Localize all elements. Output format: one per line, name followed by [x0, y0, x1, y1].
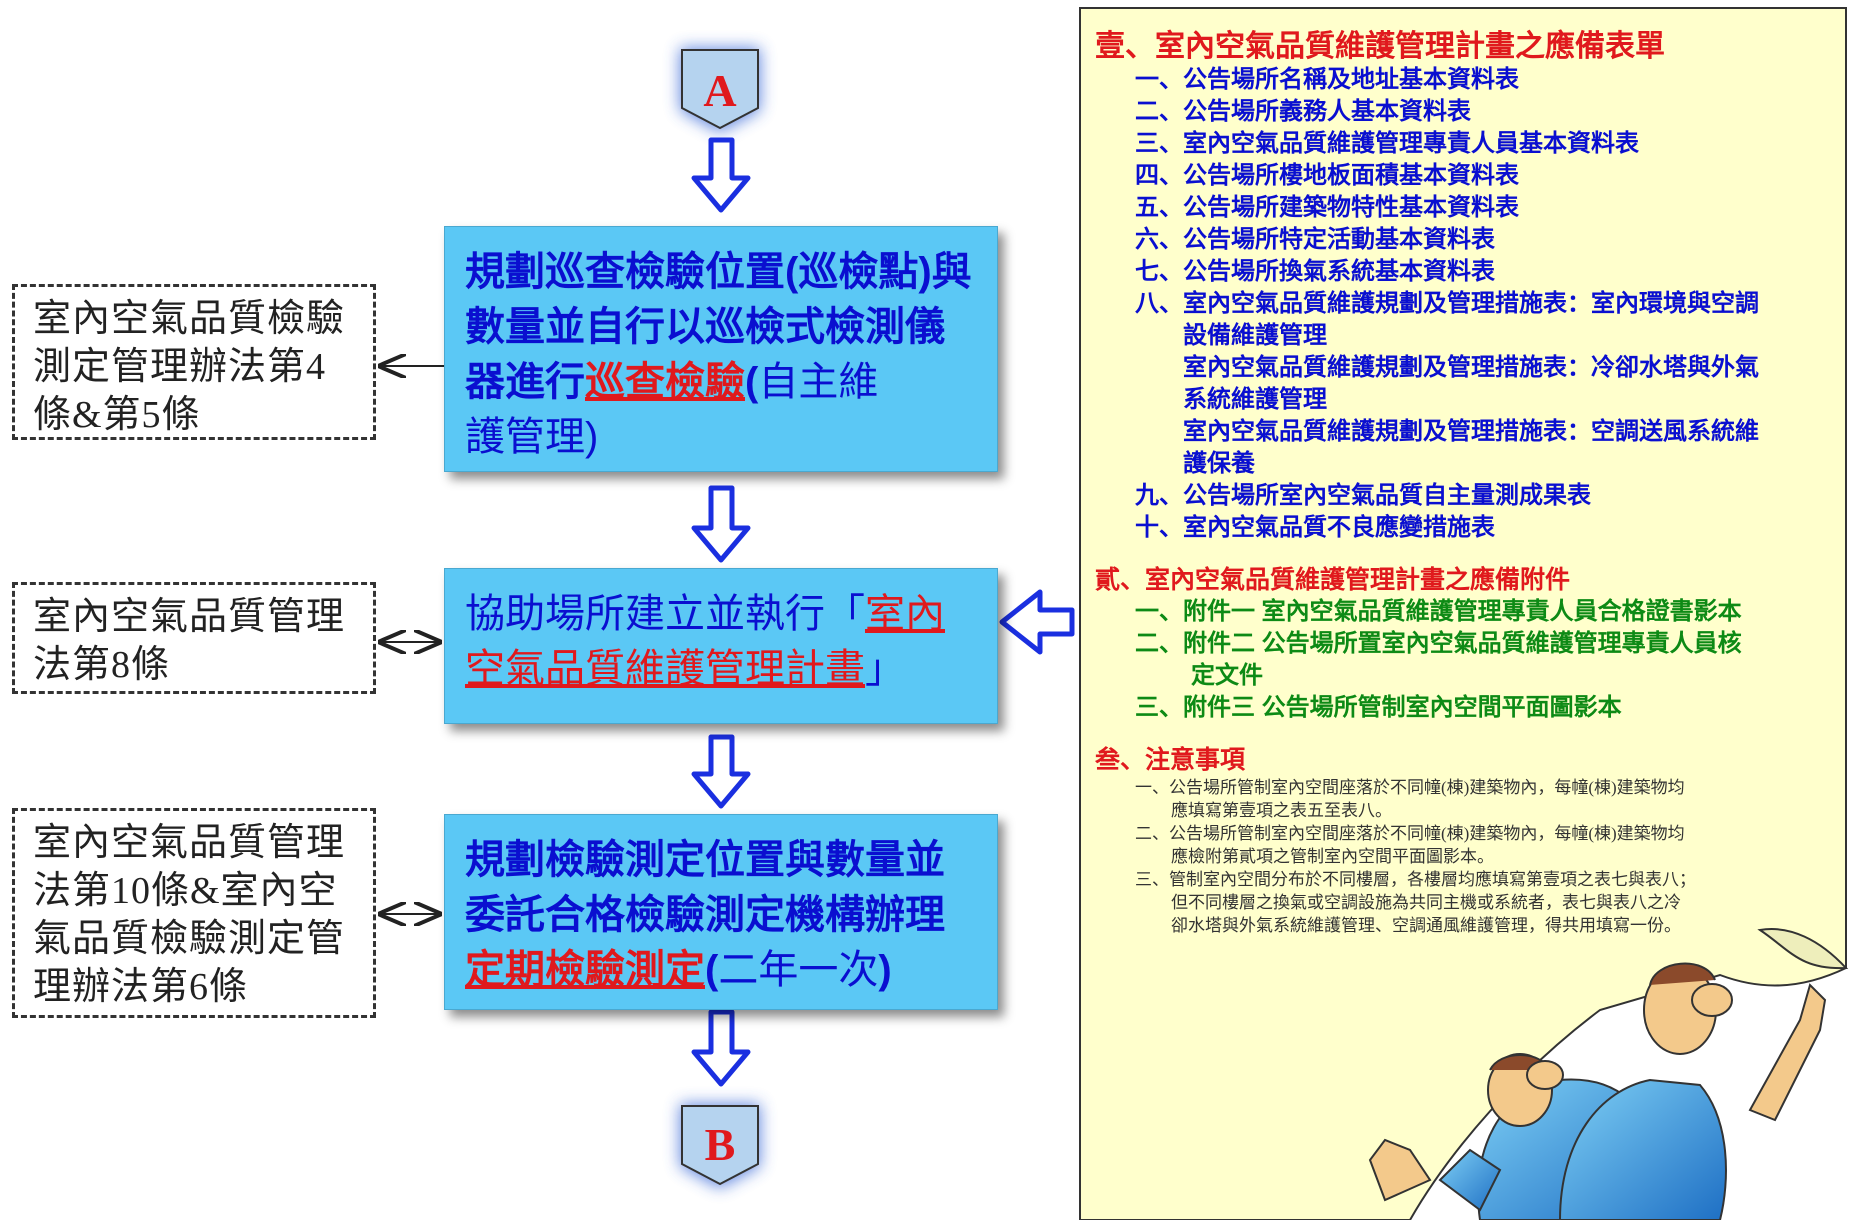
law-ref-box-2: 室內空氣品質管理法第8條 [12, 582, 376, 694]
step3-text: 規劃檢驗測定位置與數量並委託合格檢驗測定機構辦理 [465, 838, 945, 937]
law-ref-box-1: 室內空氣品質檢驗測定管理辦法第4條&第5條 [12, 284, 376, 440]
sec1-item: 四、公告場所樓地板面積基本資料表 [1135, 162, 1519, 189]
section3-title: 叁、注意事項 [1095, 746, 1246, 774]
cartoon-figures [1368, 962, 1827, 1220]
sec1-item: 六、公告場所特定活動基本資料表 [1135, 226, 1495, 253]
sec1-item: 七、公告場所換氣系統基本資料表 [1135, 258, 1495, 285]
step3-emphasis: 定期檢驗測定 [465, 948, 705, 992]
sec3-note: 二、公告場所管制室內空間座落於不同幢(棟)建築物內，每幢(棟)建築物均 [1135, 824, 1685, 843]
flow-marker-top: A [670, 40, 770, 140]
flow-marker-bottom: B [670, 1096, 770, 1196]
sec3-note: 但不同樓層之換氣或空調設施為共同主機或系統者，表七與表八之冷 [1171, 893, 1681, 912]
law-ref-3: 室內空氣品質管理法第10條&室內空氣品質檢驗測定管理辦法第6條 [33, 822, 346, 1008]
sec1-item8-line: 系統維護管理 [1183, 386, 1327, 413]
sec1-item8-line: 室內空氣品質維護規劃及管理措施表：空調送風系統維 [1183, 418, 1759, 445]
sec1-item-8: 八、 室內空氣品質維護規劃及管理措施表：室內環境與空調 設備維護管理 室內空氣品… [1135, 288, 1835, 480]
step2-emphasis: 室內空氣品質維護管理計畫 [465, 592, 945, 691]
sec3-note: 一、公告場所管制室內空間座落於不同幢(棟)建築物內，每幢(棟)建築物均 [1135, 778, 1685, 797]
panel-content: 壹、室內空氣品質維護管理計畫之應備表單 一、公告場所名稱及地址基本資料表 二、公… [1095, 30, 1835, 937]
sec1-item: 五、公告場所建築物特性基本資料表 [1135, 194, 1519, 221]
sec1-item8-line: 設備維護管理 [1183, 322, 1327, 349]
sec1-item: 二、公告場所義務人基本資料表 [1135, 98, 1471, 125]
step1-self-maint: 自主維 [758, 360, 879, 404]
sec3-note: 應檢附第貳項之管制室內空間平面圖影本。 [1171, 847, 1494, 866]
sec2-item: 定文件 [1191, 662, 1263, 689]
step1-paren-open: ( [745, 360, 759, 404]
step-box-periodic-testing: 規劃檢驗測定位置與數量並委託合格檢驗測定機構辦理定期檢驗測定(二年一次) [444, 814, 998, 1010]
section2-title: 貳、室內空氣品質維護管理計畫之應備附件 [1095, 566, 1571, 594]
sec1-item8-line: 室內空氣品質維護規劃及管理措施表：室內環境與空調 [1183, 290, 1759, 317]
sec2-item: 三、附件三 公告場所管制室內空間平面圖影本 [1135, 694, 1622, 721]
step3-paren-close: ) [878, 948, 892, 992]
sec1-item8-line: 護保養 [1183, 450, 1255, 477]
sec1-item8-line: 室內空氣品質維護規劃及管理措施表：冷卻水塔與外氣 [1183, 354, 1759, 381]
sec3-note: 卻水塔與外氣系統維護管理、空調通風維護管理，得共用填寫一份。 [1171, 916, 1681, 935]
law-ref-2: 室內空氣品質管理法第8條 [33, 596, 346, 686]
step1-text: 規劃巡查檢驗位置(巡檢點)與數量並自行以巡檢式檢測儀器進行 [465, 250, 972, 404]
marker-label-a: A [703, 65, 736, 116]
sec2-item: 一、附件一 室內空氣品質維護管理專責人員合格證書影本 [1135, 598, 1742, 625]
step-box-patrol-inspection: 規劃巡查檢驗位置(巡檢點)與數量並自行以巡檢式檢測儀器進行巡查檢驗(自主維護管理… [444, 226, 998, 472]
step1-self-maint-2: 護管理) [465, 415, 599, 459]
step3-frequency: 二年一次 [718, 948, 879, 992]
sec3-note: 三、管制室內空間分布於不同樓層，各樓層均應填寫第壹項之表七與表八； [1135, 870, 1696, 889]
sec1-item8-prefix: 八、 [1135, 290, 1183, 317]
step-box-maintenance-plan: 協助場所建立並執行「室內空氣品質維護管理計畫」 [444, 568, 998, 724]
sec3-note: 應填寫第壹項之表五至表八。 [1171, 801, 1392, 820]
step2-text: 協助場所建立並執行「 [465, 592, 865, 636]
sec2-item: 二、附件二 公告場所置室內空氣品質維護管理專責人員核 [1135, 630, 1742, 657]
marker-label-b: B [705, 1119, 736, 1170]
law-ref-box-3: 室內空氣品質管理法第10條&室內空氣品質檢驗測定管理辦法第6條 [12, 808, 376, 1018]
step3-paren-open: ( [705, 948, 719, 992]
sec1-item: 九、公告場所室內空氣品質自主量測成果表 [1135, 482, 1591, 509]
sec1-item: 十、室內空氣品質不良應變措施表 [1135, 514, 1495, 541]
law-ref-1: 室內空氣品質檢驗測定管理辦法第4條&第5條 [33, 298, 346, 436]
sec1-item: 一、公告場所名稱及地址基本資料表 [1135, 66, 1519, 93]
step2-end: 」 [865, 647, 905, 691]
sec1-item: 三、室內空氣品質維護管理專責人員基本資料表 [1135, 130, 1639, 157]
section1-title: 壹、室內空氣品質維護管理計畫之應備表單 [1095, 30, 1665, 63]
step1-emphasis: 巡查檢驗 [585, 360, 745, 404]
